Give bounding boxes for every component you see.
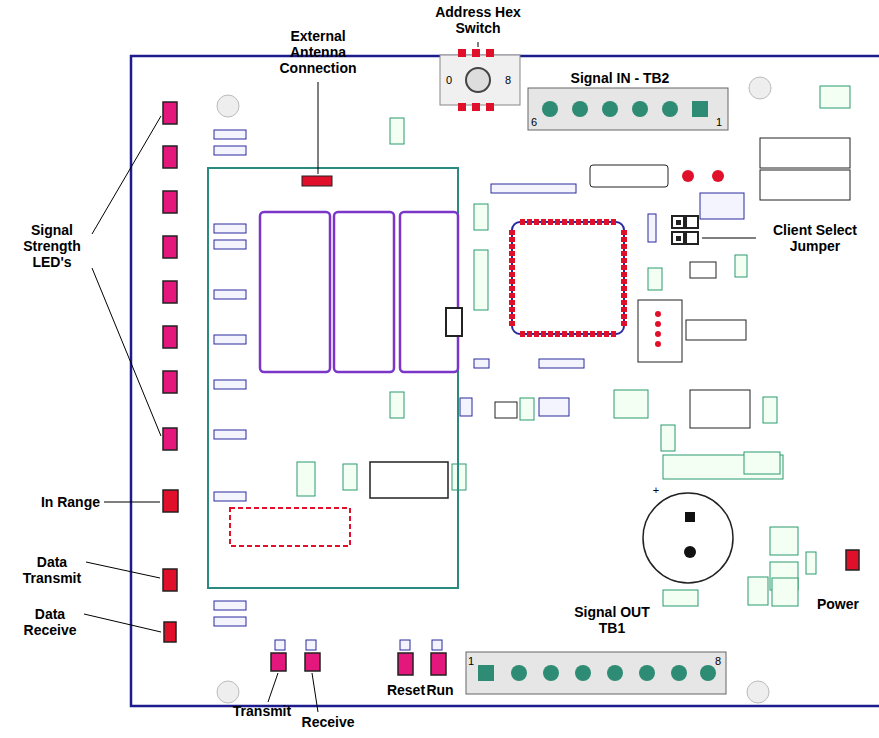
led [163, 102, 177, 450]
dial-mark: 0 [443, 74, 455, 86]
callout-label: Signal IN - TB2 [550, 70, 690, 86]
board-outline [131, 56, 879, 706]
smd-footprint [297, 86, 850, 606]
led [163, 490, 859, 642]
callout-label: Data Receive [7, 606, 93, 638]
dial-mark: 8 [502, 74, 514, 86]
callout-label: Power [803, 596, 873, 612]
smd-footprint [214, 130, 744, 650]
leader-line [84, 42, 756, 712]
pin-number: 1 [466, 655, 476, 667]
callout-label: Data Transmit [9, 554, 95, 586]
terminal-block [528, 88, 728, 130]
hex-dial [466, 68, 490, 92]
ic [370, 462, 448, 498]
led [271, 653, 446, 675]
callout-label: Transmit [222, 703, 302, 719]
pin-number: 8 [713, 655, 723, 667]
mounting-hole [217, 77, 771, 703]
polarity-mark: + [650, 484, 662, 496]
hex-switch [440, 55, 520, 105]
pin-number: 1 [714, 116, 724, 128]
terminal-block [466, 652, 726, 694]
callout-label: External Antenna Connection [268, 28, 368, 76]
crystal [590, 165, 668, 187]
small-header [446, 308, 462, 336]
callout-label: Run [420, 682, 460, 698]
callout-label: Client Select Jumper [755, 222, 875, 254]
antenna-connector [302, 176, 332, 186]
jumper [672, 216, 698, 244]
shield-can [260, 212, 458, 372]
radio-module [208, 168, 458, 588]
callout-label: Signal Strength LED's [9, 222, 95, 270]
battery [643, 493, 733, 583]
pin-number: 6 [529, 116, 539, 128]
microcontroller [512, 222, 624, 334]
callout-label: In Range [10, 494, 100, 510]
edge-pins [230, 508, 350, 546]
callout-label: Receive [288, 714, 368, 730]
callout-label: Signal OUT TB1 [562, 604, 662, 636]
callout-label: Address Hex Switch [423, 4, 533, 36]
